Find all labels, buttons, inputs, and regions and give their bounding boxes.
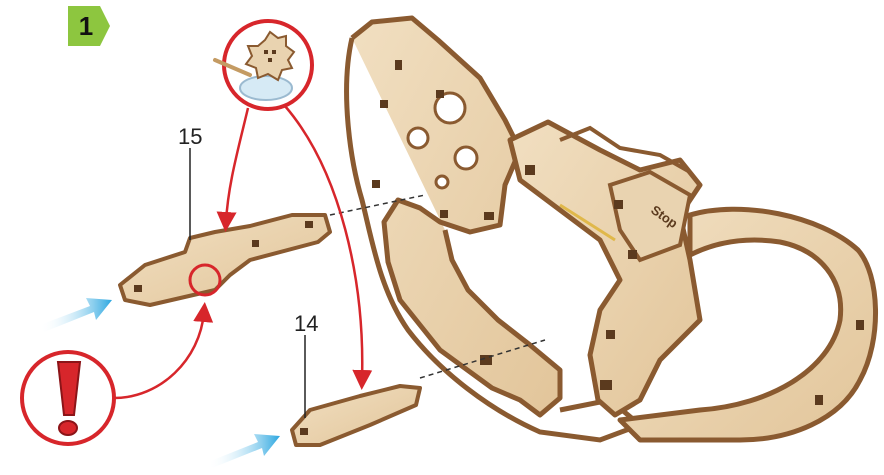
mechanism-slot [614, 200, 623, 209]
exclamation-warning-icon [22, 352, 114, 444]
part-15 [120, 215, 330, 305]
handle-notch [815, 395, 823, 405]
mechanism-slot [628, 250, 637, 259]
frame-slot [372, 180, 380, 188]
part-15-label: 15 [178, 124, 202, 150]
direction-arrow-icon [40, 298, 112, 332]
frame-hole [436, 176, 448, 188]
frame-hole [455, 147, 477, 169]
mechanism-slot [606, 330, 615, 339]
part-14-label: 14 [294, 311, 318, 337]
glue-arrow-to-part-15 [226, 108, 248, 222]
frame-slot [484, 212, 494, 220]
mechanism-slot [525, 165, 535, 175]
mechanism-slot [600, 380, 612, 390]
warning-arrow-to-notch [114, 312, 204, 398]
handle-notch [856, 320, 864, 330]
glue-application-icon [215, 21, 312, 109]
frame-slot [380, 100, 388, 108]
frame-slot [436, 90, 444, 98]
frame-hole [408, 128, 428, 148]
frame-slot [440, 210, 448, 218]
direction-arrow-icon [208, 434, 280, 468]
frame-slot [395, 60, 402, 70]
part-14 [292, 386, 420, 445]
